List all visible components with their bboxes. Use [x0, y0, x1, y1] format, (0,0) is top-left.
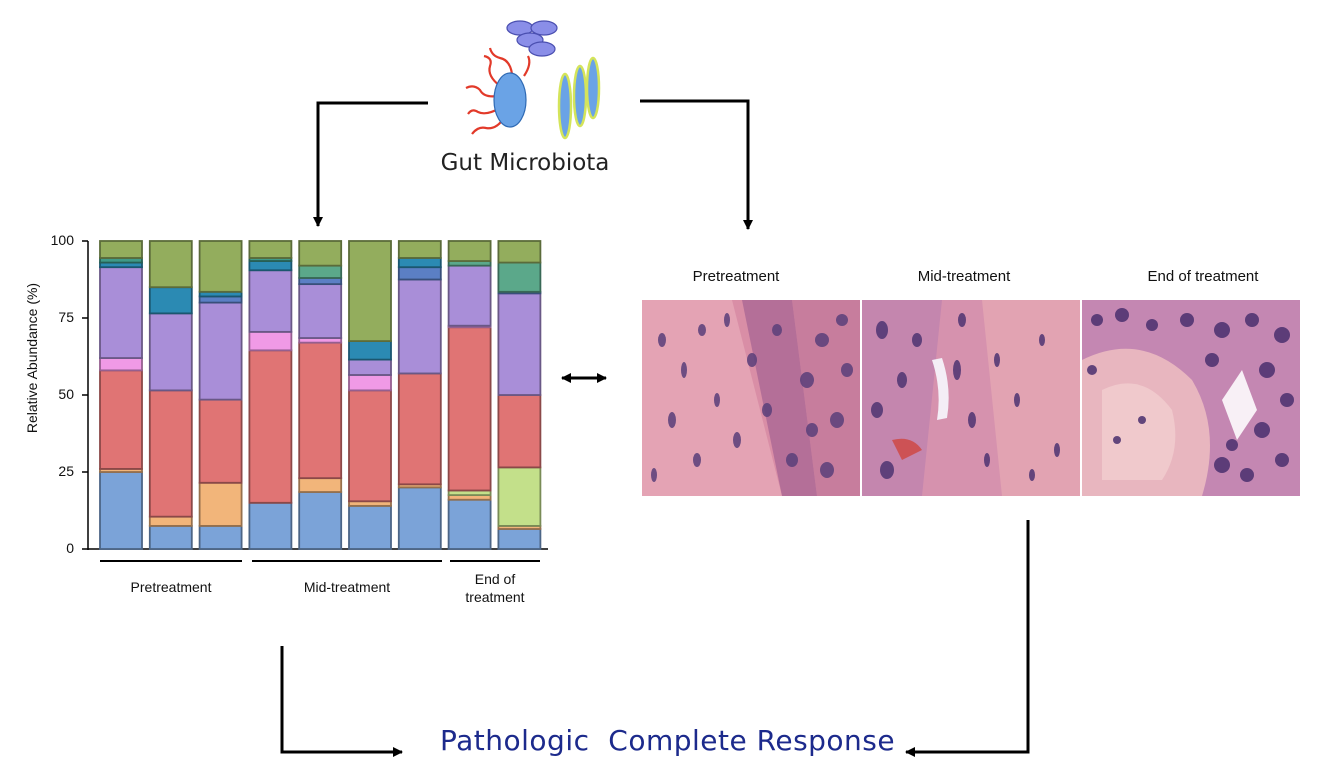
bar-segment — [298, 341, 343, 480]
bar-segment — [198, 481, 243, 527]
group-label-pretreatment: Pretreatment — [130, 579, 212, 595]
y-tick-50: 50 — [58, 386, 74, 402]
bar-segment — [198, 295, 243, 304]
bar-segment — [148, 389, 193, 518]
arrow-histology-to-outcome — [905, 520, 1030, 757]
bar-segment — [198, 301, 243, 401]
bar-segment — [447, 240, 492, 262]
bar-segment — [298, 277, 343, 286]
bar-segment — [248, 501, 293, 550]
bar-segment — [348, 504, 392, 550]
y-tick-75: 75 — [58, 309, 74, 325]
bar-segment — [497, 261, 542, 293]
bar-segment — [99, 369, 143, 470]
y-tick-0: 0 — [66, 540, 74, 556]
bar-segment — [298, 240, 343, 267]
bar-segment — [397, 257, 442, 269]
bar-segment — [397, 240, 442, 259]
histology-label-end-of-treatment: End of treatment — [1147, 268, 1259, 285]
bar-segment — [497, 528, 542, 550]
y-tick-25: 25 — [58, 463, 74, 479]
bar-segment — [248, 330, 293, 352]
bar-segment — [348, 374, 392, 392]
bar-segment — [397, 278, 442, 375]
group-label-mid-treatment: Mid-treatment — [303, 579, 391, 595]
bar-segment — [348, 240, 392, 342]
y-tick-100: 100 — [50, 232, 74, 248]
bar-segment — [348, 358, 392, 376]
bar-segment — [148, 240, 193, 289]
bar-segment — [447, 264, 492, 327]
histology-image-mid-treatment — [862, 300, 1080, 496]
bar-segment — [497, 466, 542, 527]
bar-segment — [298, 283, 343, 339]
bar-segment — [447, 326, 492, 492]
bar-segment — [497, 394, 542, 469]
bar-segment — [198, 240, 243, 293]
bar-segment — [298, 264, 343, 279]
histology-label-mid-treatment: Mid-treatment — [917, 268, 1011, 285]
bar-segment — [298, 491, 343, 550]
bar-segment — [248, 240, 293, 259]
bar-segment — [497, 292, 542, 396]
bar-segment — [348, 340, 392, 361]
bar-segment — [248, 349, 293, 504]
histology-image-pretreatment — [642, 300, 860, 496]
bar-segment — [148, 515, 193, 527]
arrow-microbiota-to-histology — [640, 99, 753, 230]
histology-label-pretreatment: Pretreatment — [692, 268, 780, 285]
bar-segment — [148, 312, 193, 392]
bar-segment — [99, 266, 143, 359]
arrow-microbiota-to-chart — [313, 101, 428, 227]
bar-segment — [198, 525, 243, 550]
stacked-bar-chart — [82, 240, 548, 562]
bar-segment — [248, 269, 293, 333]
bar-segment — [397, 266, 442, 281]
bar-segment — [99, 357, 143, 372]
bar-segment — [397, 486, 442, 550]
bar-segment — [397, 372, 442, 486]
gut-microbiota-label: Gut Microbiota — [440, 150, 610, 176]
bar-segment — [248, 260, 293, 272]
bar-segment — [447, 498, 492, 550]
arrow-chart-to-outcome — [280, 646, 403, 757]
pathologic-complete-response-label: Pathologic Complete Response — [440, 724, 896, 757]
microbes-icon — [465, 20, 601, 140]
bar-segment — [148, 286, 193, 315]
group-label-end-of-treatment: End of treatment — [465, 571, 525, 605]
bar-segment — [198, 398, 243, 484]
bar-segment — [497, 240, 542, 264]
bar-segment — [298, 477, 343, 493]
bar-segment — [148, 525, 193, 550]
bar-segment — [99, 471, 143, 550]
bar-segment — [99, 240, 143, 259]
bar-segment — [348, 389, 392, 503]
histology-image-end-of-treatment — [1082, 300, 1300, 496]
